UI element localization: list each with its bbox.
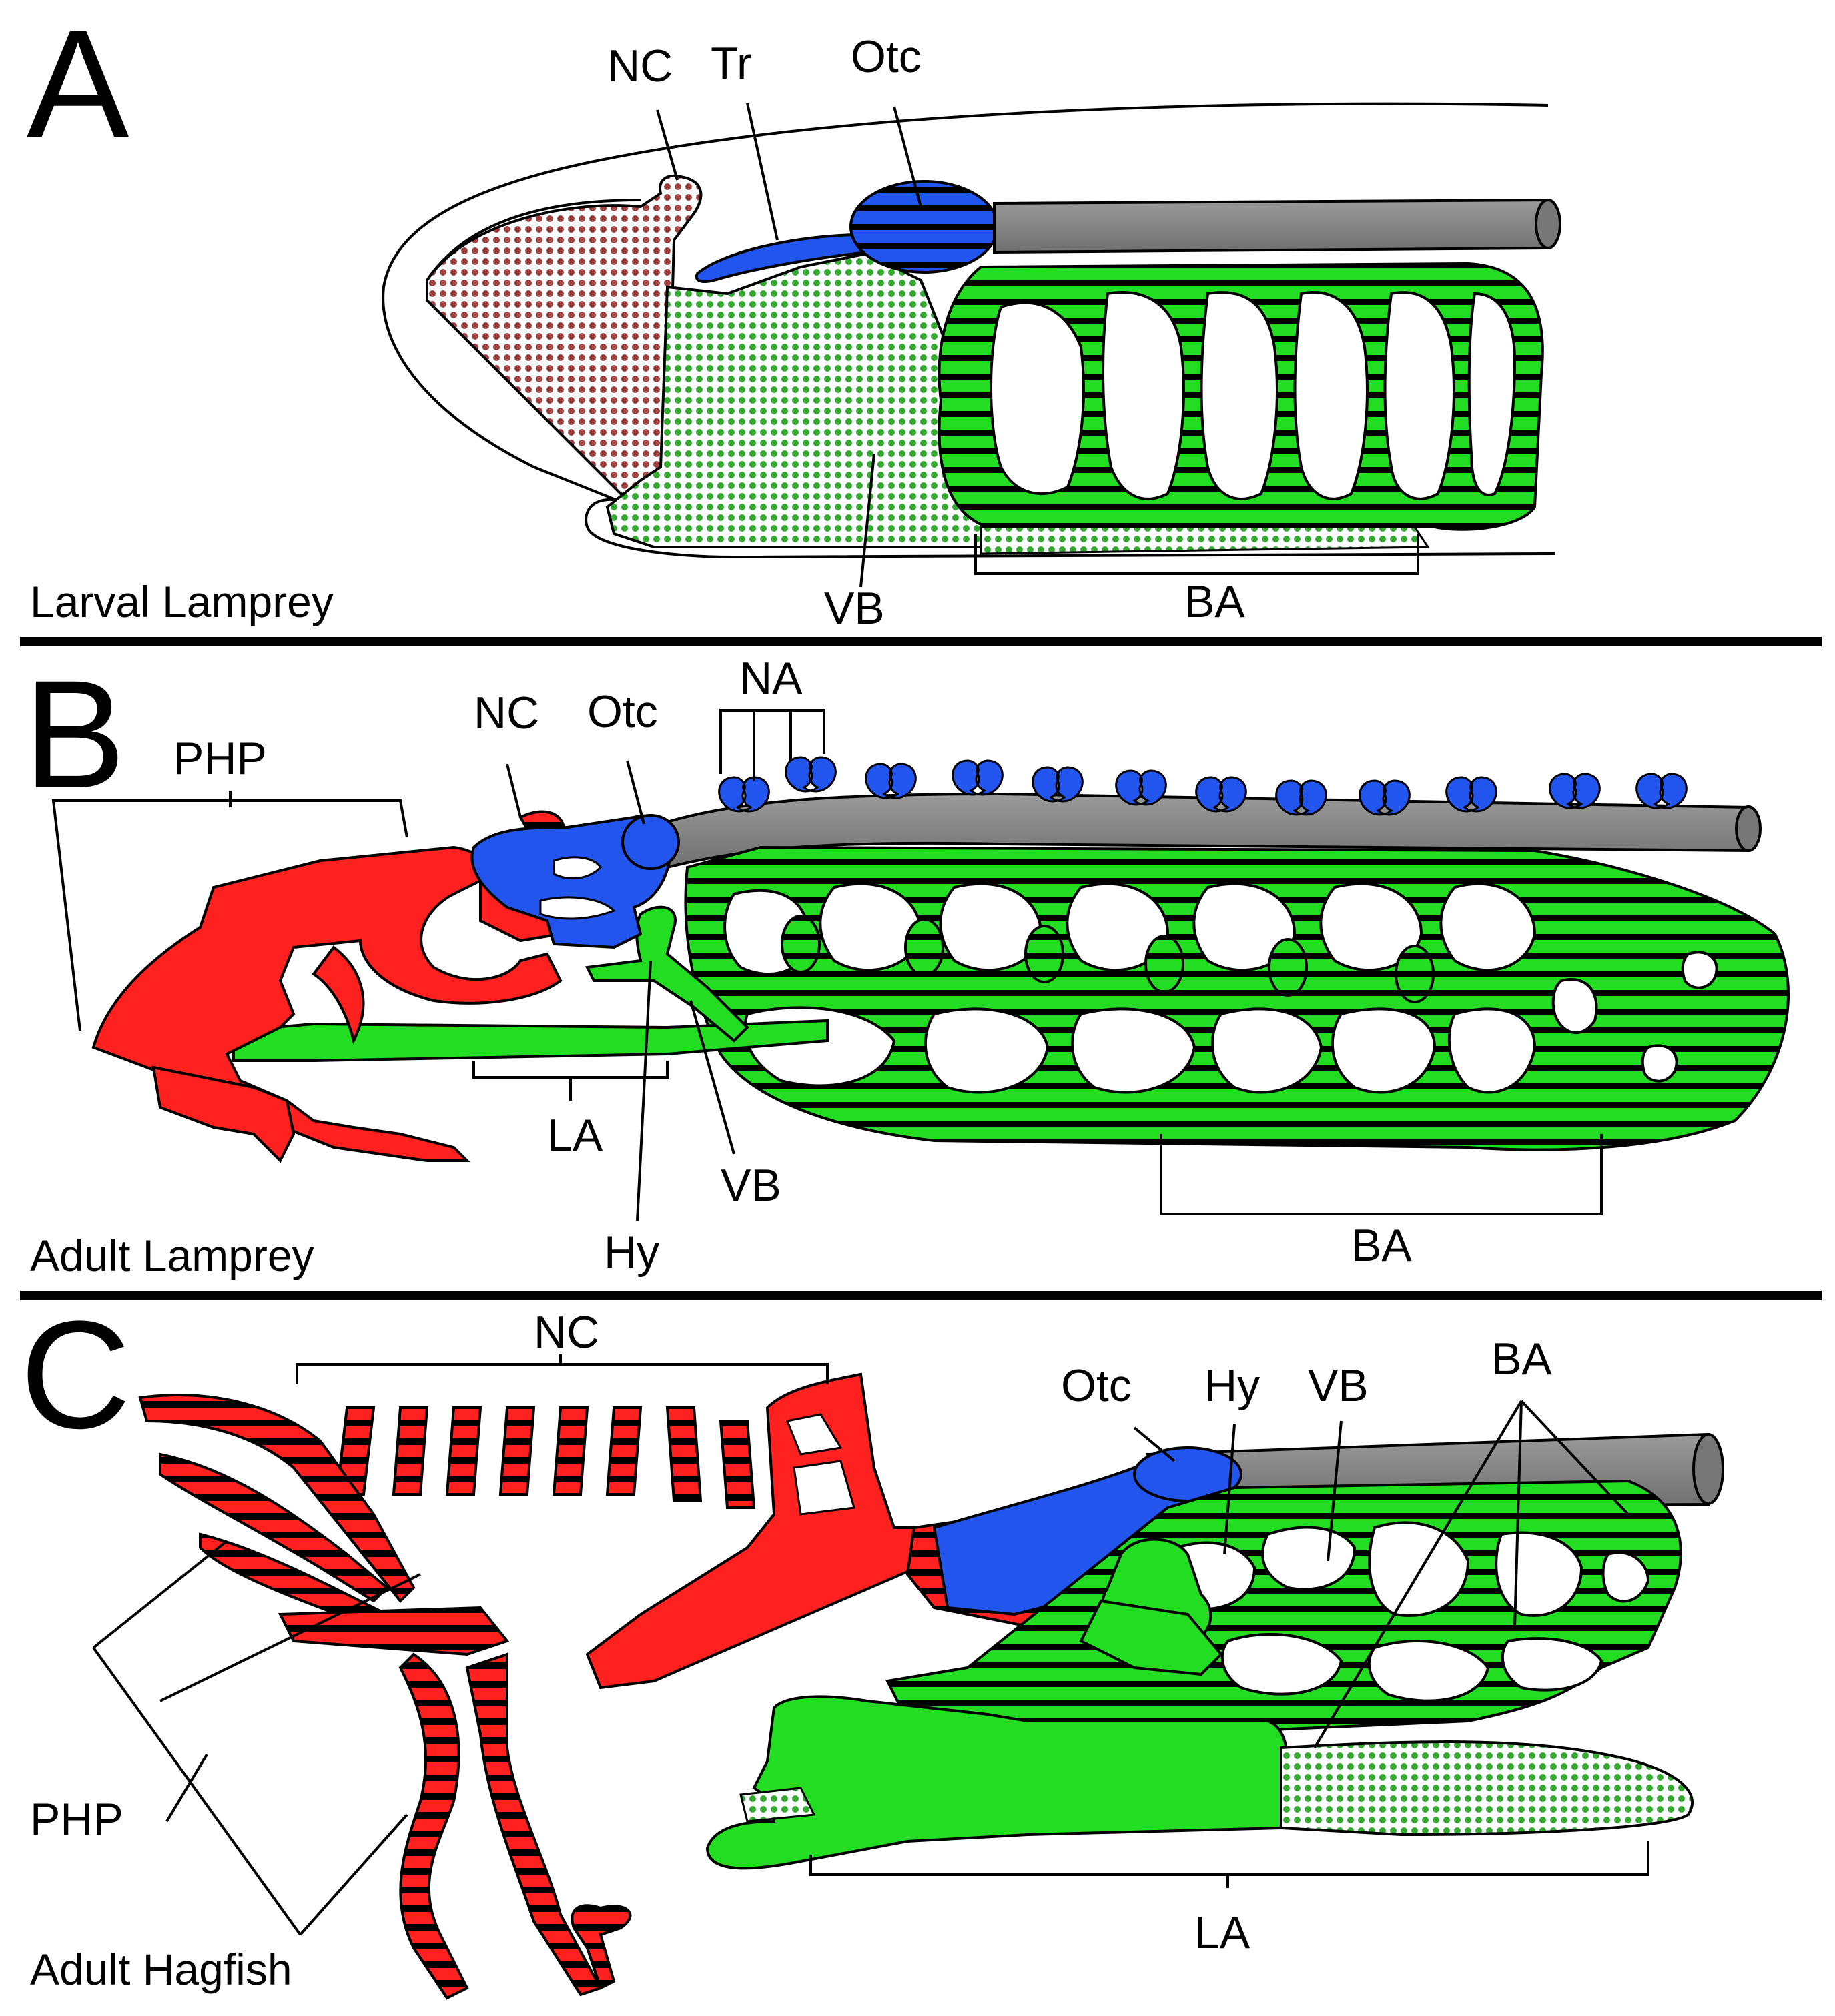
leader-otc-a bbox=[893, 106, 922, 207]
leader-nc-b bbox=[506, 763, 522, 818]
panel-a-letter: A bbox=[27, 0, 129, 169]
leader-php-c bbox=[165, 1753, 208, 1823]
piston-lower-php bbox=[151, 1065, 296, 1163]
label-vb-b: VB bbox=[721, 1160, 781, 1211]
hagfish-cranium-window-1 bbox=[785, 1413, 843, 1456]
leader-vb-c bbox=[1327, 1420, 1343, 1562]
label-la-c: LA bbox=[1194, 1907, 1250, 1958]
trabecula bbox=[695, 233, 897, 283]
label-vb-a: VB bbox=[824, 583, 885, 634]
label-ba-b: BA bbox=[1351, 1220, 1412, 1271]
bracket-php-b bbox=[51, 799, 408, 1031]
tentacle-cartilages-php bbox=[138, 1394, 632, 2000]
nasal-capsule-rings bbox=[335, 1406, 756, 1509]
bracket-la-b bbox=[472, 1061, 669, 1101]
leader-tr-a bbox=[746, 103, 779, 241]
label-php-c: PHP bbox=[30, 1794, 123, 1845]
leader-nc-a bbox=[656, 109, 679, 181]
label-vb-c: VB bbox=[1308, 1360, 1369, 1411]
bracket-ba-a bbox=[974, 534, 1419, 575]
bracket-php-c bbox=[92, 1540, 421, 1936]
label-la-b: LA bbox=[547, 1110, 603, 1161]
lingual-dots-front bbox=[739, 1787, 816, 1823]
label-ba-a: BA bbox=[1184, 576, 1245, 627]
hagfish-cranium-window-2 bbox=[793, 1460, 855, 1516]
panel-b-letter: B bbox=[23, 648, 125, 820]
nc-larval bbox=[426, 174, 703, 502]
caption-b: Adult Lamprey bbox=[30, 1231, 314, 1280]
separator-bc bbox=[20, 1291, 1822, 1300]
panel-a: A NC T bbox=[27, 0, 1561, 634]
label-otc-a: Otc bbox=[851, 31, 922, 82]
label-nc-c: NC bbox=[534, 1307, 599, 1358]
lingual-dots-hagfish bbox=[1280, 1740, 1694, 1837]
caption-c: Adult Hagfish bbox=[30, 1945, 292, 1994]
panel-c: C bbox=[20, 1289, 1724, 2000]
otic-window-1 bbox=[553, 856, 602, 880]
notochord-larval-end bbox=[1535, 199, 1561, 249]
leader-hy-c bbox=[1223, 1424, 1236, 1555]
label-hy-b: Hy bbox=[604, 1227, 659, 1278]
neural-arches bbox=[718, 756, 1688, 816]
label-hy-c: Hy bbox=[1204, 1360, 1260, 1411]
label-na: NA bbox=[739, 653, 803, 704]
lingual-apparatus-hagfish bbox=[705, 1695, 1290, 1870]
label-tr-a: Tr bbox=[711, 38, 752, 89]
notochord-larval bbox=[993, 198, 1549, 254]
leader-ba-c bbox=[1313, 1400, 1629, 1749]
gill-rings bbox=[781, 915, 1435, 1003]
caption-a: Larval Lamprey bbox=[30, 577, 334, 626]
hagfish-cranium-red bbox=[585, 1372, 950, 1690]
panel-b: B bbox=[23, 648, 1790, 1280]
velar-bar-hagfish bbox=[1079, 1599, 1223, 1676]
separator-ab bbox=[20, 637, 1822, 646]
notochord-hagfish-end bbox=[1692, 1433, 1724, 1505]
leader-otc-b bbox=[626, 760, 645, 825]
leader-hy-b bbox=[636, 960, 652, 1221]
leader-vb-a bbox=[859, 453, 875, 588]
lingual-apparatus-adult-lamprey bbox=[232, 1019, 829, 1062]
otic-bulb-adult-lamprey bbox=[621, 814, 680, 870]
label-otc-c: Otc bbox=[1061, 1360, 1132, 1411]
otic-capsule-larval bbox=[849, 180, 999, 274]
label-nc-b: NC bbox=[474, 688, 539, 738]
bracket-nc-c bbox=[296, 1363, 829, 1384]
label-nc-a: NC bbox=[607, 41, 673, 91]
ventral-dots-larval bbox=[980, 526, 1430, 555]
leader-otc-c bbox=[1133, 1426, 1176, 1462]
label-otc-b: Otc bbox=[587, 686, 658, 737]
notochord-adult-lamprey-end bbox=[1735, 805, 1762, 852]
branchial-fenestrae-larval bbox=[990, 291, 1517, 500]
oral-hook-php bbox=[312, 945, 365, 1045]
label-ba-c: BA bbox=[1491, 1334, 1552, 1384]
larval-body-outline bbox=[382, 102, 1555, 559]
bracket-na bbox=[719, 709, 825, 781]
bracket-la-c bbox=[809, 1841, 1649, 1888]
panel-c-letter: C bbox=[20, 1289, 131, 1460]
bracket-ba-b bbox=[1160, 1134, 1603, 1215]
otic-window-2 bbox=[539, 896, 616, 920]
leader-vb-b bbox=[689, 1000, 735, 1155]
branchial-fenestrae-hagfish bbox=[1154, 1521, 1650, 1702]
label-php-b: PHP bbox=[173, 733, 267, 784]
